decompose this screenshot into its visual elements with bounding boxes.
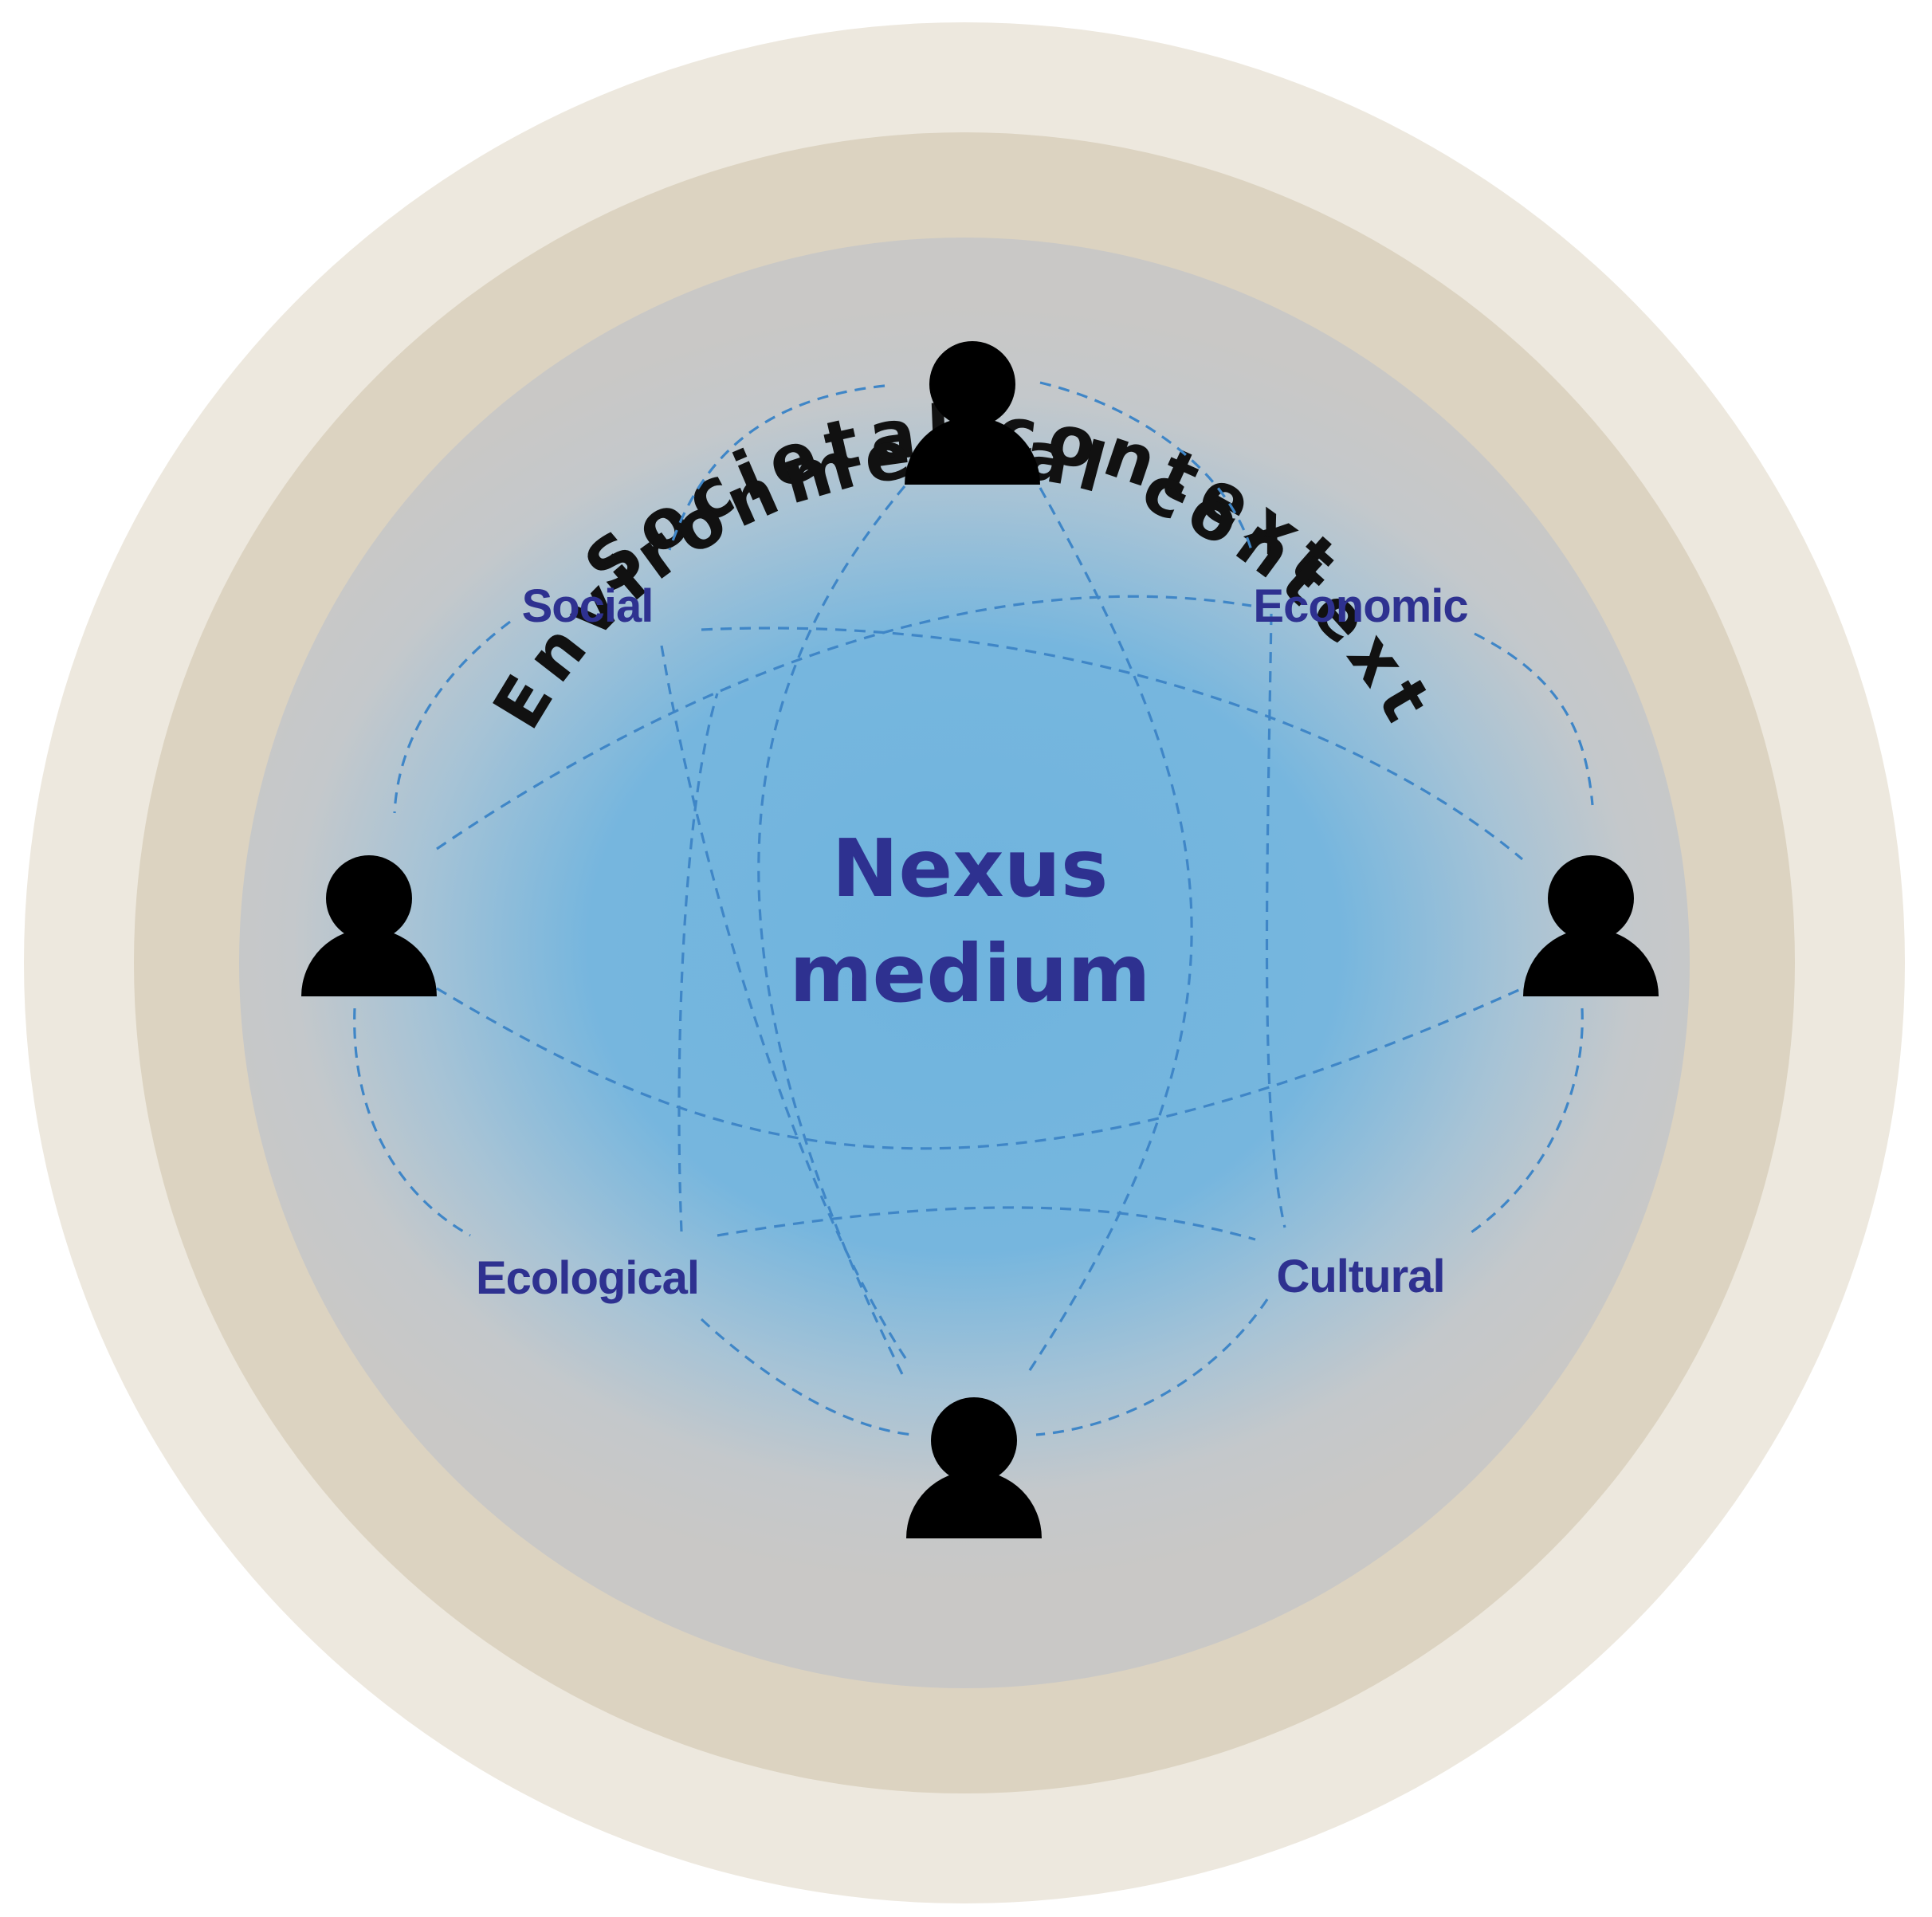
person-icon-bottom xyxy=(906,1397,1042,1538)
link-top-to-economic-arc xyxy=(1039,381,1253,551)
link-ecological-cultural xyxy=(717,1206,1256,1241)
person-icon-top xyxy=(905,341,1040,485)
link-cultural-to-bottom-arc xyxy=(1035,1298,1269,1436)
nexus-medium-field xyxy=(239,238,1690,1688)
medium-label: medium xyxy=(789,927,1150,1020)
economic-label: Economic xyxy=(1253,580,1467,632)
link-ecological-vertical xyxy=(677,693,719,1232)
link-economic-vertical xyxy=(1265,613,1286,1228)
person-icon-left xyxy=(301,855,437,996)
nexus-label: Nexus xyxy=(832,822,1109,915)
link-left-right-lower-arc xyxy=(436,987,1523,1150)
link-economic-right xyxy=(701,627,1524,861)
link-social-to-left-arc xyxy=(393,620,511,814)
social-label: Social xyxy=(522,580,654,632)
link-right-to-cultural-arc xyxy=(1466,1008,1584,1237)
link-economic-to-right-arc xyxy=(1474,632,1594,806)
link-top-bottom-left-arc xyxy=(757,485,906,1380)
link-left-to-ecological-arc xyxy=(353,1008,471,1237)
person-icon-right xyxy=(1523,855,1659,996)
ecological-label: Ecological xyxy=(476,1252,699,1304)
link-top-to-social-arc xyxy=(668,384,886,551)
relationship-links xyxy=(353,381,1594,1436)
link-ecological-to-bottom-arc xyxy=(700,1318,913,1436)
link-left-right-upper-arc xyxy=(436,595,1252,850)
link-top-bottom-right-arc xyxy=(1027,487,1193,1373)
cultural-label: Cultural xyxy=(1276,1251,1444,1302)
